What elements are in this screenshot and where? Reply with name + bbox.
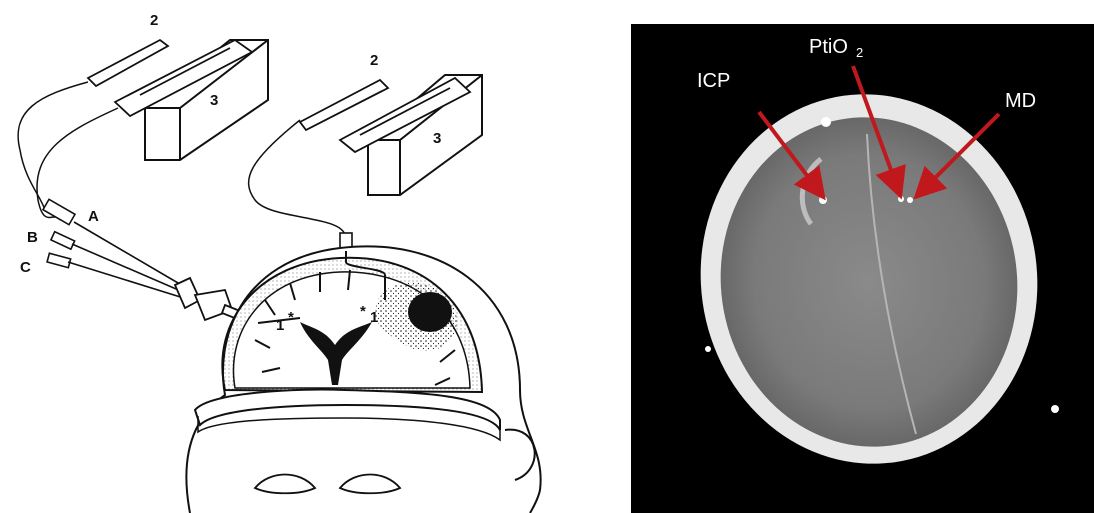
multi-lumen-connector xyxy=(43,199,190,300)
label-port-b: B xyxy=(27,229,38,246)
label-probe-right: 2 xyxy=(370,52,378,69)
label-probe-left: 2 xyxy=(150,12,158,29)
ct-scan-panel: ICP PtiO 2 MD xyxy=(631,24,1094,513)
brain-monitoring-illustration: 2 2 3 3 A B C 1 * * 1 xyxy=(0,0,600,513)
label-monitor-right: 3 xyxy=(433,130,441,147)
cable-right xyxy=(249,120,345,235)
label-site-right: 1 xyxy=(370,309,378,326)
label-port-a: A xyxy=(88,208,99,225)
label-star-left: * xyxy=(288,309,294,326)
label-icp: ICP xyxy=(697,70,730,92)
label-site-left: 1 xyxy=(276,317,284,334)
label-star-right: * xyxy=(360,303,366,320)
label-ptio2-sub: 2 xyxy=(856,45,863,60)
label-ptio2-main: PtiO xyxy=(809,36,848,58)
label-monitor-left: 3 xyxy=(210,92,218,109)
label-md: MD xyxy=(1005,90,1036,112)
label-port-c: C xyxy=(20,259,31,276)
